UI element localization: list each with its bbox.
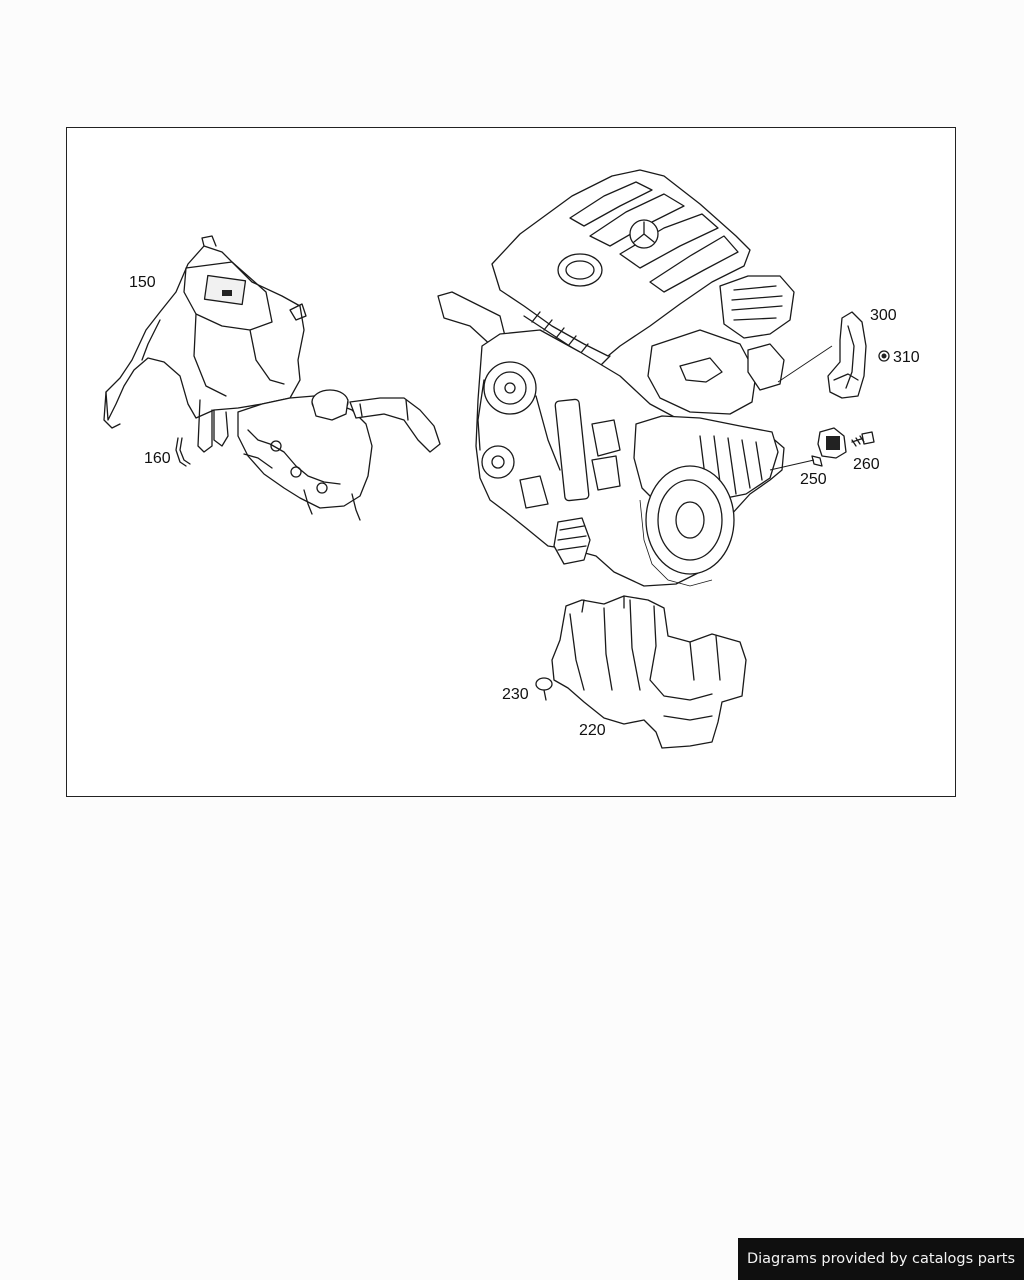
credit-text: Diagrams provided by catalogs parts [746, 1251, 1016, 1267]
part-230-pushpin[interactable] [535, 677, 553, 701]
part-160-clip[interactable] [175, 437, 191, 467]
label-300[interactable]: 300 [870, 307, 897, 324]
label-220[interactable]: 220 [579, 722, 606, 739]
engine-assembly[interactable] [437, 169, 795, 587]
part-150-cover-shield[interactable] [103, 235, 307, 453]
label-310[interactable]: 310 [893, 349, 920, 366]
label-260[interactable]: 260 [853, 456, 880, 473]
label-160[interactable]: 160 [144, 450, 171, 467]
credit-banner: Diagrams provided by catalogs parts [738, 1238, 1024, 1280]
part-250-bracket[interactable] [811, 427, 847, 467]
intake-cover-assembly[interactable] [237, 389, 441, 521]
label-230[interactable]: 230 [502, 686, 529, 703]
leader-lines [769, 345, 833, 471]
part-260-bolt[interactable] [851, 431, 875, 447]
part-310-nut[interactable] [878, 350, 890, 362]
label-250[interactable]: 250 [800, 471, 827, 488]
part-220-lower-shield[interactable] [551, 595, 747, 749]
label-150[interactable]: 150 [129, 274, 156, 291]
part-300-bracket[interactable] [827, 311, 867, 399]
